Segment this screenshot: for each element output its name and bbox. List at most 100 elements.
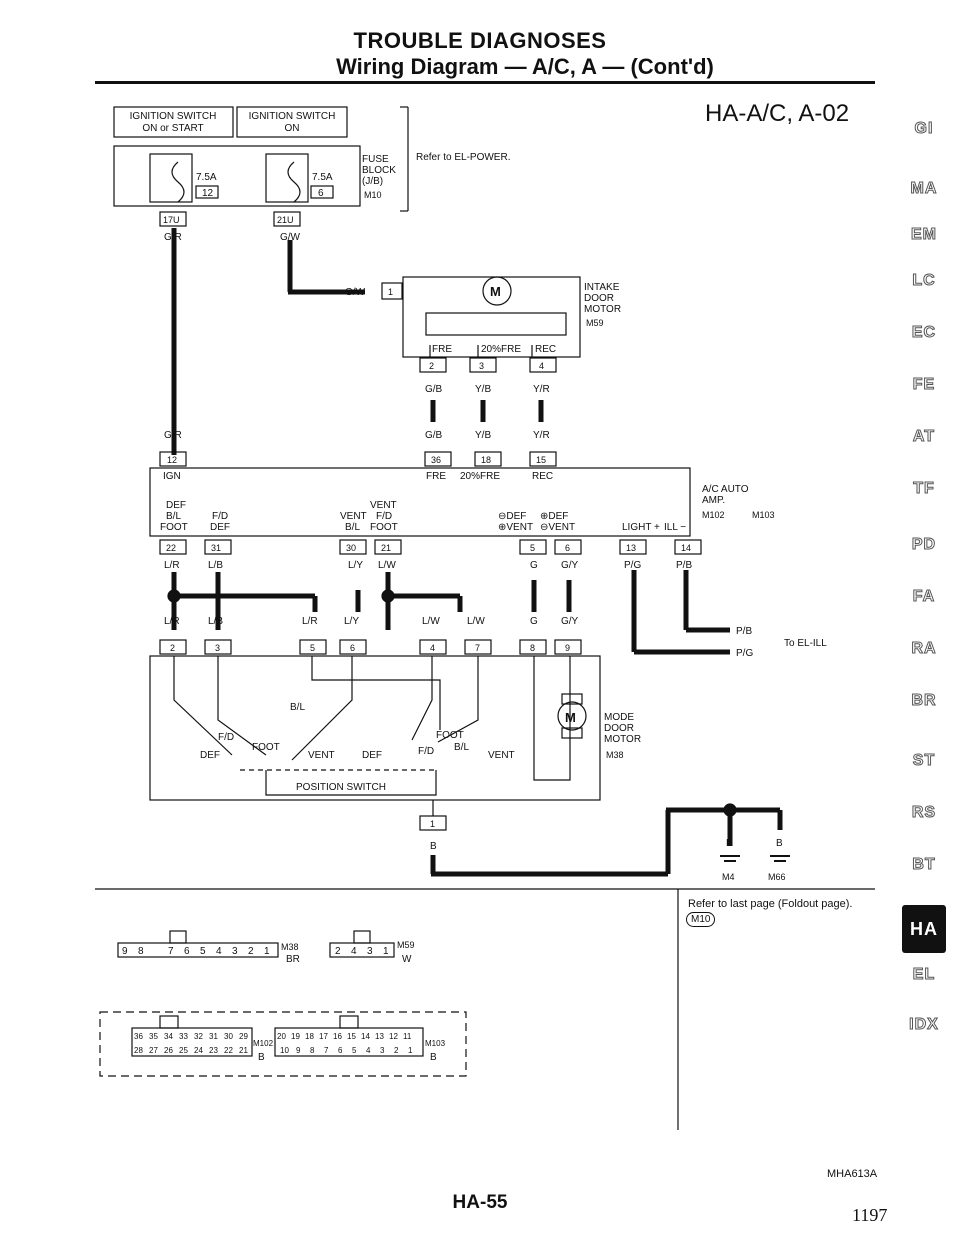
svg-text:6: 6 bbox=[184, 946, 190, 957]
side-tab-ma[interactable]: MA bbox=[910, 180, 938, 198]
svg-text:To EL-ILL: To EL-ILL bbox=[784, 638, 827, 649]
svg-text:LIGHT +: LIGHT + bbox=[622, 522, 660, 533]
svg-text:33: 33 bbox=[179, 1032, 188, 1041]
svg-text:G/W: G/W bbox=[280, 232, 301, 243]
svg-text:13: 13 bbox=[626, 543, 636, 553]
mode-door-motor-box bbox=[149, 655, 601, 801]
svg-text:L/W: L/W bbox=[378, 560, 396, 571]
svg-text:7: 7 bbox=[324, 1046, 329, 1055]
side-tab-st[interactable]: ST bbox=[912, 752, 936, 770]
svg-text:7.5A: 7.5A bbox=[312, 172, 333, 183]
svg-text:G: G bbox=[530, 560, 538, 571]
side-tab-ra[interactable]: RA bbox=[911, 640, 937, 658]
fuse-12-element bbox=[171, 161, 185, 203]
svg-text:W: W bbox=[402, 954, 412, 965]
svg-text:FRE: FRE bbox=[426, 471, 446, 482]
side-tab-fe[interactable]: FE bbox=[912, 376, 936, 394]
svg-text:13: 13 bbox=[375, 1032, 384, 1041]
svg-text:32: 32 bbox=[194, 1032, 203, 1041]
svg-text:L/R: L/R bbox=[302, 616, 318, 627]
illum-labels: P/B P/G To EL-ILL bbox=[736, 626, 827, 659]
mode-motor-symbol bbox=[557, 701, 587, 731]
side-tab-at[interactable]: AT bbox=[912, 428, 936, 446]
foldout-reference: Refer to last page (Foldout page). bbox=[688, 898, 853, 910]
svg-text:B: B bbox=[258, 1052, 265, 1063]
svg-text:20%FRE: 20%FRE bbox=[460, 471, 500, 482]
svg-text:25: 25 bbox=[179, 1046, 188, 1055]
svg-text:L/Y: L/Y bbox=[344, 616, 359, 627]
svg-text:5: 5 bbox=[530, 543, 535, 553]
page-total: 1197 bbox=[852, 1205, 888, 1225]
svg-text:P/B: P/B bbox=[676, 560, 692, 571]
svg-text:9: 9 bbox=[565, 643, 570, 653]
ac-auto-amp-box bbox=[149, 467, 691, 537]
svg-text:16: 16 bbox=[333, 1032, 342, 1041]
svg-text:M59: M59 bbox=[397, 940, 415, 950]
svg-text:L/Y: L/Y bbox=[348, 560, 363, 571]
svg-text:G/R: G/R bbox=[164, 232, 182, 243]
connector-m102-face bbox=[131, 1027, 253, 1057]
side-tab-lc[interactable]: LC bbox=[912, 272, 936, 290]
svg-text:ILL −: ILL − bbox=[664, 522, 686, 533]
svg-text:L/W: L/W bbox=[422, 616, 440, 627]
svg-text:DEF: DEF bbox=[200, 750, 220, 761]
svg-text:14: 14 bbox=[681, 543, 691, 553]
svg-text:2: 2 bbox=[170, 643, 175, 653]
svg-text:21U: 21U bbox=[277, 215, 294, 225]
fuse-6-symbol bbox=[265, 153, 309, 203]
side-tab-em[interactable]: EM bbox=[911, 226, 937, 244]
svg-text:AMP.: AMP. bbox=[702, 495, 725, 506]
svg-text:ON or START: ON or START bbox=[142, 123, 203, 134]
svg-text:P/G: P/G bbox=[736, 648, 753, 659]
svg-text:REC: REC bbox=[532, 471, 553, 482]
svg-text:G/R: G/R bbox=[164, 430, 182, 441]
svg-text:14: 14 bbox=[361, 1032, 370, 1041]
svg-text:F/D: F/D bbox=[212, 511, 228, 522]
svg-text:23: 23 bbox=[209, 1046, 218, 1055]
side-tab-el[interactable]: EL bbox=[912, 966, 936, 984]
side-tab-tf[interactable]: TF bbox=[913, 480, 935, 498]
svg-text:B/L: B/L bbox=[290, 702, 305, 713]
svg-text:2: 2 bbox=[335, 946, 341, 957]
svg-text:15: 15 bbox=[347, 1032, 356, 1041]
svg-text:17U: 17U bbox=[163, 215, 180, 225]
svg-text:INTAKE: INTAKE bbox=[584, 282, 620, 293]
side-tab-rs[interactable]: RS bbox=[911, 804, 937, 822]
svg-text:MODE: MODE bbox=[604, 712, 634, 723]
svg-text:18: 18 bbox=[305, 1032, 314, 1041]
svg-text:F/D: F/D bbox=[218, 732, 234, 743]
page-number: HA-55 bbox=[452, 1192, 508, 1213]
svg-text:M38: M38 bbox=[606, 750, 624, 760]
svg-text:9: 9 bbox=[296, 1046, 301, 1055]
side-tab-idx[interactable]: IDX bbox=[909, 1016, 939, 1034]
side-tab-bt[interactable]: BT bbox=[912, 856, 936, 874]
side-tab-br[interactable]: BR bbox=[911, 692, 937, 710]
svg-text:8: 8 bbox=[530, 643, 535, 653]
page-subtitle: Wiring Diagram — A/C, A — (Cont'd) bbox=[336, 54, 714, 79]
svg-text:36: 36 bbox=[134, 1032, 143, 1041]
svg-text:26: 26 bbox=[164, 1046, 173, 1055]
svg-text:Y/R: Y/R bbox=[533, 430, 550, 441]
svg-text:4: 4 bbox=[216, 946, 222, 957]
svg-text:F/D: F/D bbox=[418, 746, 434, 757]
svg-text:3: 3 bbox=[380, 1046, 385, 1055]
svg-text:8: 8 bbox=[310, 1046, 315, 1055]
side-tab-fa[interactable]: FA bbox=[912, 588, 936, 606]
svg-text:FUSE: FUSE bbox=[362, 154, 389, 165]
svg-text:M66: M66 bbox=[768, 872, 786, 882]
svg-text:12: 12 bbox=[167, 455, 177, 465]
svg-text:4: 4 bbox=[366, 1046, 371, 1055]
power-labels: IGNITION SWITCH ON or START IGNITION SWI… bbox=[130, 111, 511, 243]
side-tab-pd[interactable]: PD bbox=[911, 536, 937, 554]
side-tab-ha[interactable]: HA bbox=[902, 905, 946, 953]
svg-text:FOOT: FOOT bbox=[252, 742, 280, 753]
side-tab-gi[interactable]: GI bbox=[914, 120, 934, 138]
svg-text:FOOT: FOOT bbox=[370, 522, 398, 533]
side-tab-ec[interactable]: EC bbox=[911, 324, 937, 342]
svg-text:B: B bbox=[776, 838, 783, 849]
svg-text:1: 1 bbox=[264, 946, 270, 957]
svg-text:MOTOR: MOTOR bbox=[604, 734, 641, 745]
svg-text:29: 29 bbox=[239, 1032, 248, 1041]
svg-text:M103: M103 bbox=[425, 1039, 446, 1048]
